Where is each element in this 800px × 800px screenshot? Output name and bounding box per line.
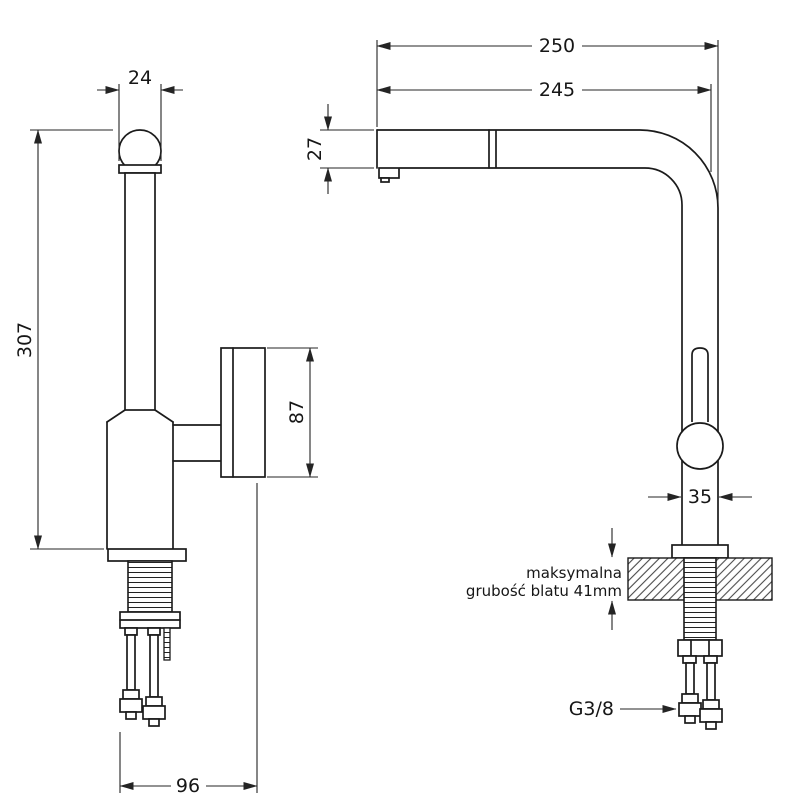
dim-pipe-width-label: 35 <box>688 486 712 508</box>
supply-hose <box>706 662 716 701</box>
ball-joint <box>676 422 724 470</box>
base-plate <box>671 544 729 559</box>
counter-note-line1: maksymalna <box>526 564 622 582</box>
dimension-base-depth: 96 <box>119 483 258 797</box>
base-plate <box>107 548 187 562</box>
mounting-stud <box>163 627 171 661</box>
dimension-cap-width: 24 <box>97 67 183 161</box>
dimension-handle-length: 87 <box>267 347 318 478</box>
supply-hose <box>149 634 159 698</box>
dim-cap-width-label: 24 <box>128 67 152 89</box>
dim-total-height-label: 307 <box>14 322 36 358</box>
thread-size-callout: G3/8 <box>569 698 677 720</box>
hose-fitting <box>678 693 702 724</box>
hose-collar <box>124 627 138 636</box>
dimension-spout-height: 27 <box>304 104 374 194</box>
dimension-reach-outer: 250 <box>376 35 719 205</box>
thread-shank <box>683 557 717 641</box>
dimension-pipe-width: 35 <box>648 486 752 508</box>
dim-handle-length-label: 87 <box>286 400 308 424</box>
dim-base-depth-label: 96 <box>176 775 200 797</box>
handle-lever <box>691 347 709 422</box>
handle-stem <box>172 424 222 462</box>
counter-note-line2: grubość blatu 41mm <box>466 582 622 600</box>
dim-reach-inner-label: 245 <box>539 79 575 101</box>
hose-collar <box>147 627 161 636</box>
spout-outer <box>376 129 719 546</box>
body-taper <box>106 409 174 423</box>
hose-collar <box>703 655 718 664</box>
hose-collar <box>682 655 697 664</box>
side-view: 24 307 87 96 <box>14 67 318 797</box>
aerator <box>378 167 400 179</box>
supply-hose <box>126 634 136 691</box>
counter-thickness-callout: maksymalna grubość blatu 41mm <box>466 528 622 630</box>
handle-body <box>220 347 266 478</box>
supply-hose <box>685 662 695 695</box>
hose-fitting <box>142 696 166 727</box>
aerator-nozzle <box>380 177 390 183</box>
cap-ledge <box>118 164 162 174</box>
dim-reach-outer-label: 250 <box>539 35 575 57</box>
thread-size-label: G3/8 <box>569 698 614 720</box>
dim-spout-height-label: 27 <box>304 137 326 161</box>
hose-fitting <box>119 689 143 720</box>
body-sides <box>106 421 174 550</box>
dimension-reach-inner: 245 <box>376 79 712 172</box>
riser-pipe <box>124 172 156 411</box>
spout-inner <box>399 167 683 546</box>
hose-fitting <box>699 699 723 730</box>
front-view: 250 245 27 35 maksymalna g <box>304 35 773 730</box>
thread-shank <box>127 560 173 613</box>
dimension-total-height: 307 <box>14 129 113 550</box>
mounting-nut <box>677 639 723 657</box>
